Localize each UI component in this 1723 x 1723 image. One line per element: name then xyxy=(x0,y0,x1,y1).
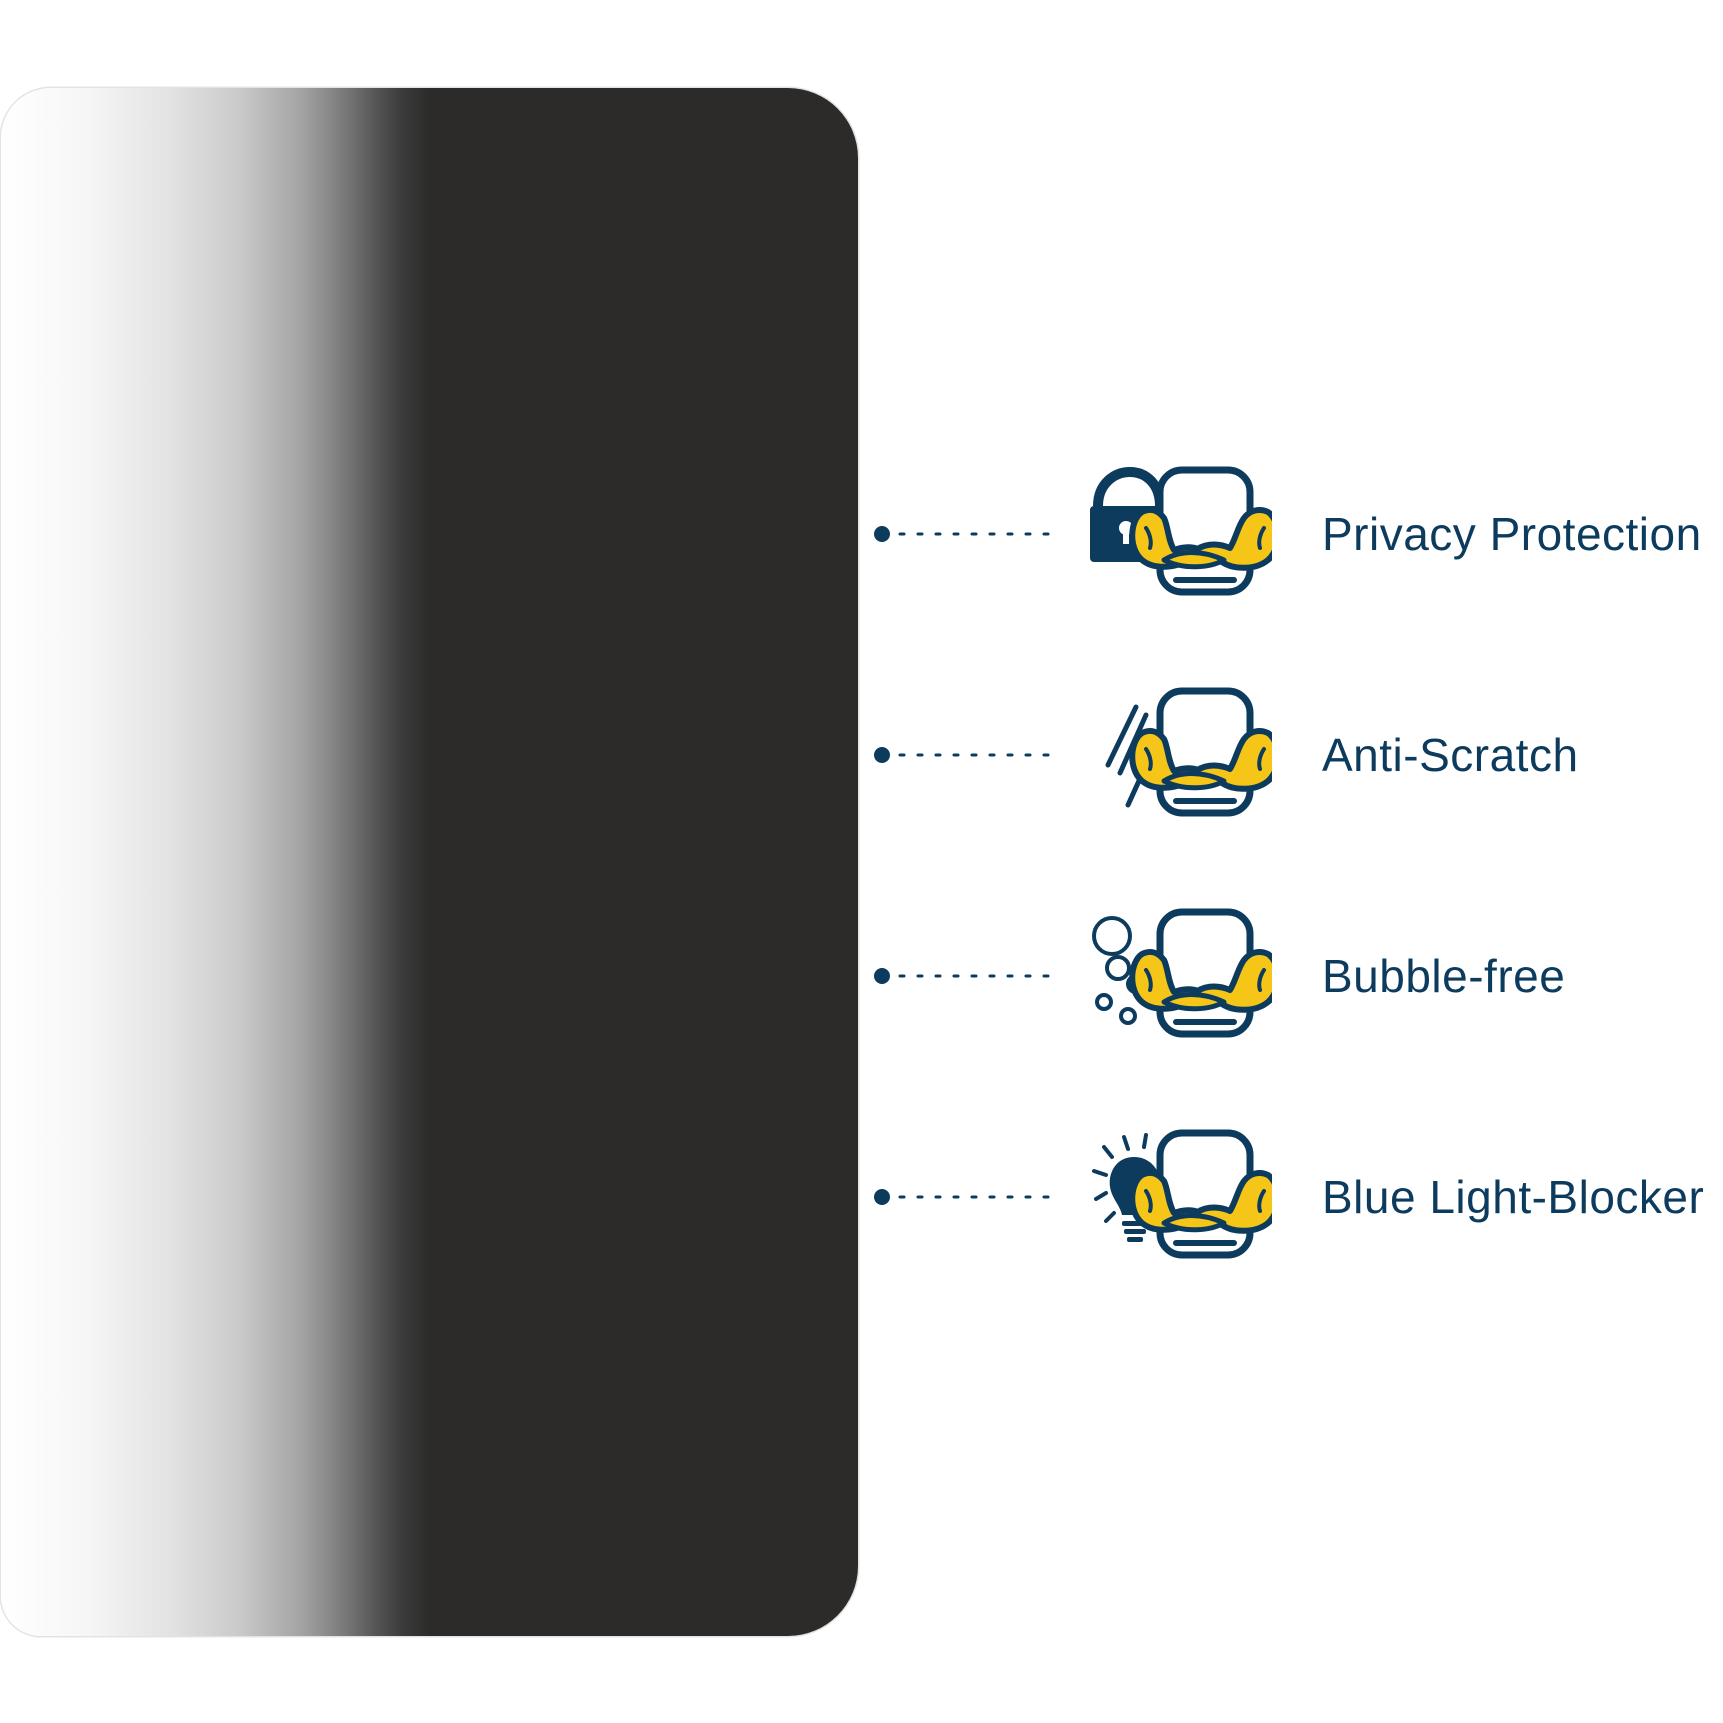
phone-mascot-bubbles-badge xyxy=(1092,906,1272,1046)
feature-row-privacy-protection: Privacy Protection xyxy=(0,464,1723,604)
leader-line xyxy=(874,1187,1054,1207)
feature-label: Privacy Protection xyxy=(1322,508,1702,560)
leader-line xyxy=(874,745,1054,765)
privacy-screen-protector-panel xyxy=(1,88,858,1636)
leader-line xyxy=(874,966,1054,986)
phone-mascot-bulb-badge xyxy=(1092,1127,1272,1267)
feature-row-blue-light-blocker: Blue Light-Blocker xyxy=(0,1127,1723,1267)
feature-row-bubble-free: Bubble-free xyxy=(0,906,1723,1046)
feature-label: Bubble-free xyxy=(1322,950,1566,1002)
feature-row-anti-scratch: Anti-Scratch xyxy=(0,685,1723,825)
phone-mascot-scratch-badge xyxy=(1105,685,1272,825)
leader-line xyxy=(874,524,1054,544)
feature-label: Blue Light-Blocker xyxy=(1322,1171,1705,1223)
feature-label: Anti-Scratch xyxy=(1322,729,1579,781)
phone-mascot-lock-badge xyxy=(1090,464,1272,604)
